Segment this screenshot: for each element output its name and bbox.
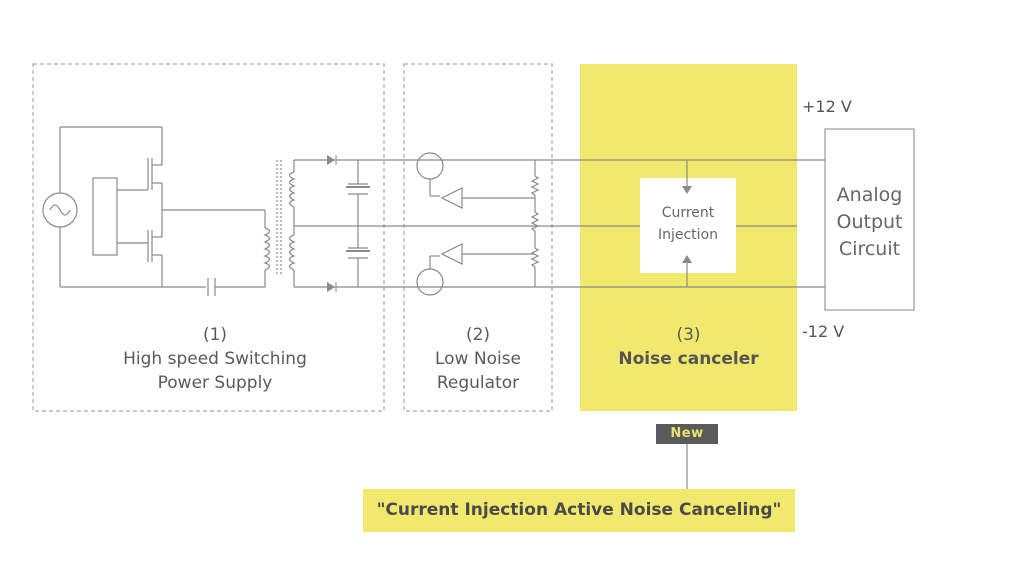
new-badge: New (656, 424, 718, 444)
negative-rail-label: -12 V (802, 322, 845, 341)
canceler-number: (3) (676, 325, 701, 345)
power-supply-number: (1) (202, 325, 228, 345)
opamp-top-icon (440, 187, 463, 209)
power-supply-line1: High speed Switching (123, 349, 307, 369)
diode-top-icon (327, 155, 335, 165)
technology-banner: "Current Injection Active Noise Cancelin… (363, 489, 795, 532)
arrow-down-icon (682, 186, 692, 194)
diode-bottom-icon (327, 282, 335, 292)
primary-coil-icon (263, 227, 271, 271)
regulator-label: (2) Low Noise Regulator (412, 323, 544, 395)
analog-output-label: Analog Output Circuit (825, 182, 914, 263)
regulator-transistor-top-icon (416, 152, 444, 180)
analog-output-line3: Circuit (838, 238, 901, 260)
analog-output-line1: Analog (836, 184, 903, 206)
regulator-line2: Regulator (436, 373, 520, 393)
secondary-coil-bottom-icon (288, 234, 296, 271)
canceler-label: (3) Noise canceler (585, 323, 792, 371)
opamp-bottom-icon (440, 243, 463, 265)
current-injection-label: Current Injection (640, 202, 736, 246)
analog-output-box (824, 128, 915, 311)
current-injection-line1: Current (661, 205, 715, 221)
power-supply-label: (1) High speed Switching Power Supply (110, 323, 320, 395)
current-injection-line2: Injection (657, 227, 719, 243)
resistor-mid-icon (530, 211, 540, 232)
regulator-transistor-bottom-icon (416, 268, 444, 296)
resistor-bottom-icon (530, 247, 540, 268)
secondary-coil-top-icon (288, 171, 296, 208)
regulator-box (403, 63, 553, 412)
power-supply-line2: Power Supply (157, 373, 273, 393)
regulator-line1: Low Noise (434, 349, 522, 369)
analog-output-line2: Output (836, 211, 903, 233)
power-supply-box (32, 63, 385, 412)
resistor-top-icon (530, 175, 540, 196)
positive-rail-label: +12 V (802, 97, 852, 116)
arrow-up-icon (682, 255, 692, 263)
mosfet-high-icon (147, 127, 163, 210)
controller-ic (92, 177, 118, 256)
canceler-line1: Noise canceler (618, 349, 759, 369)
mosfet-low-icon (147, 210, 163, 287)
regulator-number: (2) (465, 325, 491, 345)
